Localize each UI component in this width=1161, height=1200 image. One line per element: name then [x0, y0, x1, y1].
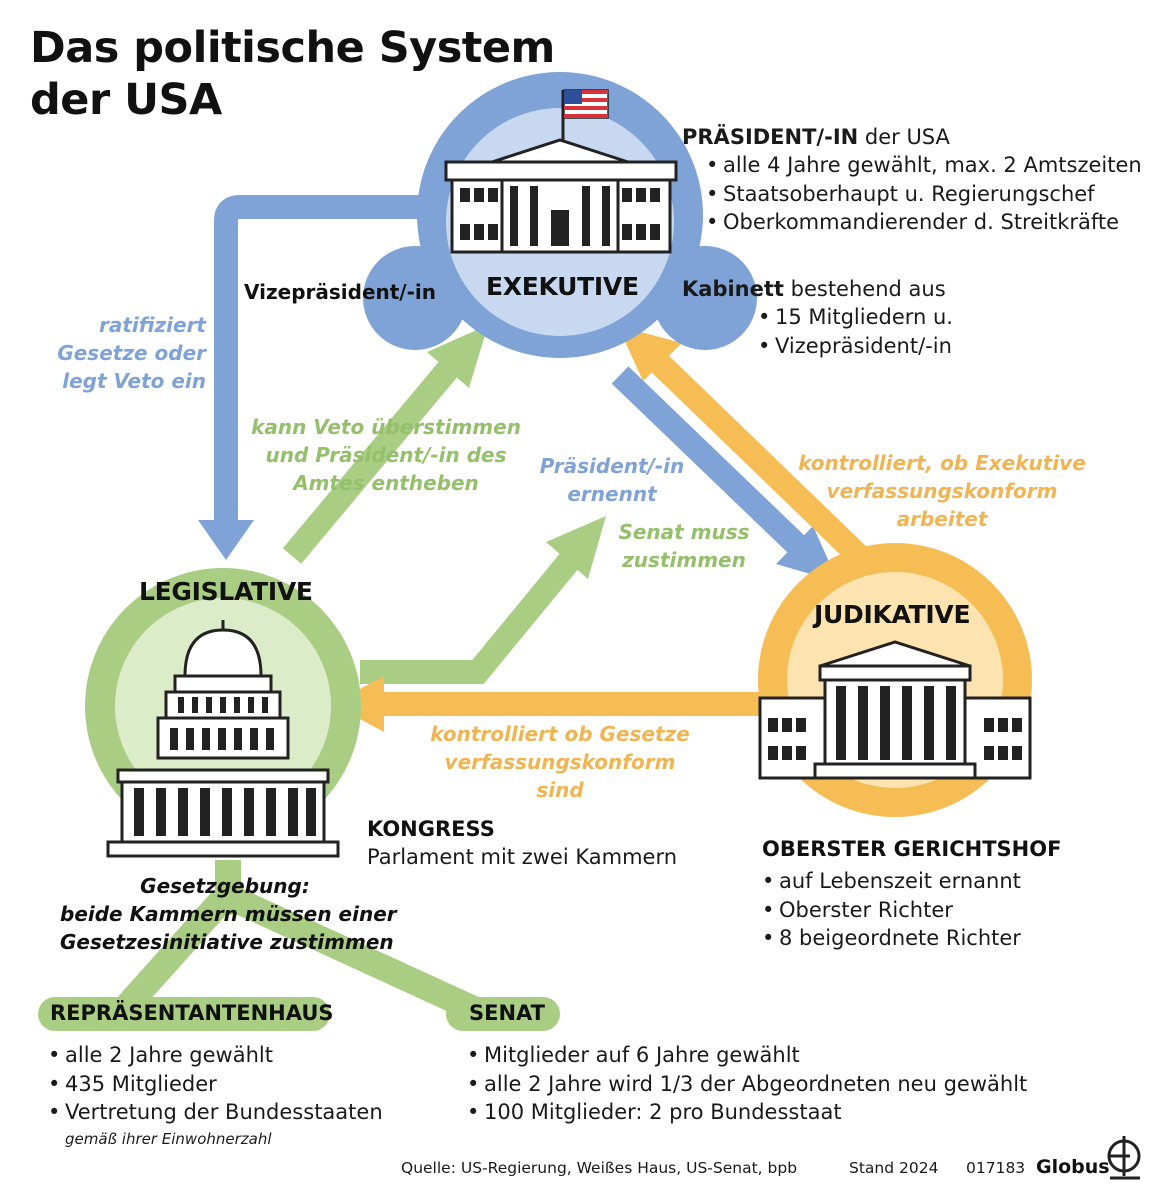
cabinet-heading-bold: Kabinett — [682, 277, 784, 301]
judikative-label: JUDIKATIVE — [814, 600, 971, 629]
house-item: alle 2 Jahre gewählt — [48, 1041, 383, 1070]
senate-list: Mitglieder auf 6 Jahre gewählt alle 2 Ja… — [467, 1041, 1027, 1127]
cabinet-heading-rest: bestehend aus — [783, 277, 946, 301]
vice-president-label: Vizepräsident/-in — [244, 280, 437, 304]
senate-consent-line: Senat muss — [618, 520, 750, 544]
control-laws-line: kontrolliert ob Gesetze — [430, 722, 690, 746]
house-label: REPRÄSENTANTENHAUS — [50, 1001, 334, 1025]
cabinet-item: 15 Mitgliedern u. — [758, 303, 953, 332]
title-line-2: der USA — [30, 75, 222, 125]
ratify-note: ratifiziert Gesetze oder legt Veto ein — [56, 311, 206, 395]
control-exec-line: arbeitet — [896, 507, 988, 531]
supreme-court-icon — [758, 640, 1032, 780]
lawmaking-line: beide Kammern müssen einer — [60, 902, 397, 926]
graphic-code: 017183 — [966, 1159, 1026, 1177]
president-block: PRÄSIDENT/-IN der USA alle 4 Jahre gewäh… — [682, 125, 1142, 237]
senate-label: SENAT — [469, 1001, 545, 1025]
source-text: Quelle: US-Regierung, Weißes Haus, US-Se… — [401, 1159, 798, 1177]
lawmaking-line: Gesetzesinitiative zustimmen — [60, 930, 394, 954]
override-note: kann Veto überstimmen und Präsident/-in … — [246, 413, 526, 497]
lawmaking-note: Gesetzgebung: beide Kammern müssen einer… — [60, 872, 397, 956]
court-item: 8 beigeordnete Richter — [762, 924, 1061, 953]
ratify-line: legt Veto ein — [62, 369, 206, 393]
brand-name: Globus — [1036, 1156, 1110, 1178]
chamber-branches — [118, 860, 486, 1024]
page-title: Das politische System der USA — [30, 22, 555, 126]
house-list: alle 2 Jahre gewählt 435 Mitglieder Vert… — [48, 1041, 383, 1127]
president-list: alle 4 Jahre gewählt, max. 2 Amtszeiten … — [706, 151, 1142, 237]
control-laws-note: kontrolliert ob Gesetze verfassungskonfo… — [428, 720, 692, 804]
arrow-control-exec — [618, 326, 867, 564]
president-heading-bold: PRÄSIDENT/-IN — [682, 125, 859, 149]
cabinet-item: Vizepräsident/-in — [758, 332, 953, 361]
globus-logo-icon — [1107, 1136, 1141, 1180]
senate-item: Mitglieder auf 6 Jahre gewählt — [467, 1041, 1027, 1070]
capitol-icon — [106, 620, 340, 858]
cabinet-heading: Kabinett bestehend aus — [682, 277, 953, 301]
control-laws-line: sind — [536, 778, 584, 802]
court-item: Oberster Richter — [762, 896, 1061, 925]
senate-consent-line: zustimmen — [622, 548, 746, 572]
congress-block: KONGRESS Parlament mit zwei Kammern — [367, 817, 677, 869]
congress-subtitle: Parlament mit zwei Kammern — [367, 845, 678, 869]
congress-title: KONGRESS — [367, 817, 495, 841]
us-flag-icon — [561, 89, 609, 145]
court-item: auf Lebenszeit ernannt — [762, 867, 1061, 896]
appoint-line: ernennt — [567, 482, 657, 506]
control-laws-line: verfassungskonform — [444, 750, 676, 774]
senate-consent-note: Senat muss zustimmen — [604, 518, 764, 574]
senate-item: alle 2 Jahre wird 1/3 der Abgeordneten n… — [467, 1070, 1027, 1099]
court-title: OBERSTER GERICHTSHOF — [762, 837, 1062, 861]
court-list: auf Lebenszeit ernannt Oberster Richter … — [762, 867, 1061, 953]
senate-item: 100 Mitglieder: 2 pro Bundesstaat — [467, 1098, 1027, 1127]
ratify-line: ratifiziert — [98, 313, 206, 337]
white-house-icon — [444, 138, 678, 254]
legislative-label: LEGISLATIVE — [139, 577, 313, 606]
arrow-ratify — [198, 195, 445, 560]
exekutive-label: EXEKUTIVE — [486, 272, 639, 301]
override-line: Amtes entheben — [293, 471, 479, 495]
control-exec-note: kontrolliert, ob Exekutive verfassungsko… — [796, 449, 1088, 533]
override-line: kann Veto überstimmen — [251, 415, 521, 439]
house-item: 435 Mitglieder — [48, 1070, 383, 1099]
house-item: Vertretung der Bundesstaaten — [48, 1098, 383, 1127]
date-text: Stand 2024 — [849, 1159, 939, 1177]
senate-pill — [446, 997, 560, 1031]
appoint-note: Präsident/-in ernennt — [530, 452, 694, 508]
arrow-override — [282, 325, 488, 564]
lawmaking-line: Gesetzgebung: — [140, 874, 310, 898]
arrow-senate-consent — [360, 516, 606, 684]
president-heading: PRÄSIDENT/-IN der USA — [682, 125, 1142, 149]
title-line-1: Das politische System — [30, 23, 555, 73]
ratify-line: Gesetze oder — [57, 341, 206, 365]
appoint-line: Präsident/-in — [539, 454, 685, 478]
court-block: OBERSTER GERICHTSHOF auf Lebenszeit erna… — [762, 837, 1061, 953]
house-note: gemäß ihrer Einwohnerzahl — [65, 1130, 272, 1148]
control-exec-line: kontrolliert, ob Exekutive — [798, 451, 1086, 475]
president-item: Oberkommandierender d. Streitkräfte — [706, 208, 1142, 237]
house-pill — [38, 997, 330, 1031]
cabinet-list: 15 Mitgliedern u. Vizepräsident/-in — [758, 303, 953, 360]
president-item: Staatsoberhaupt u. Regierungschef — [706, 180, 1142, 209]
president-heading-rest: der USA — [858, 125, 950, 149]
cabinet-block: Kabinett bestehend aus 15 Mitgliedern u.… — [682, 277, 953, 360]
president-item: alle 4 Jahre gewählt, max. 2 Amtszeiten — [706, 151, 1142, 180]
override-line: und Präsident/-in des — [265, 443, 507, 467]
control-exec-line: verfassungskonform — [826, 479, 1058, 503]
